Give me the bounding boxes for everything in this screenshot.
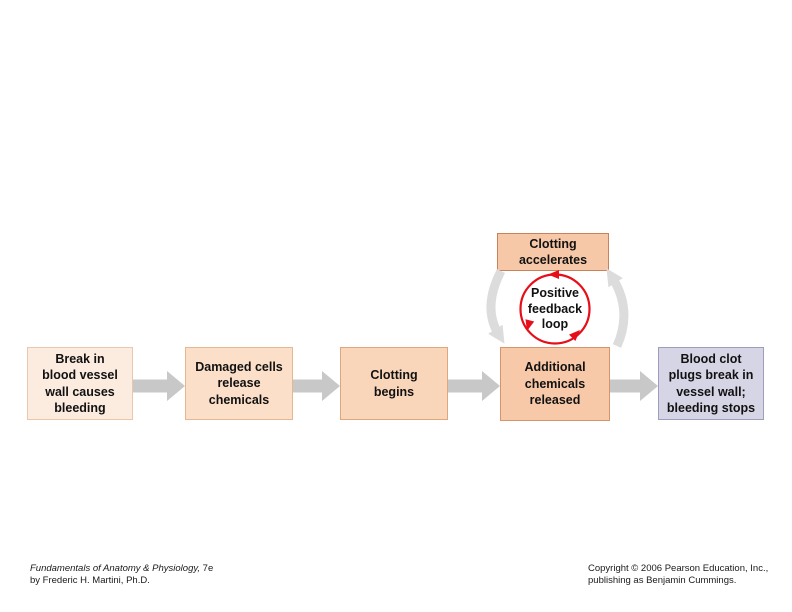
- flow-arrow-icon: [133, 371, 185, 401]
- book-credit: Fundamentals of Anatomy & Physiology, 7e…: [30, 563, 213, 587]
- flow-arrow-icon: [293, 371, 340, 401]
- copyright-line-1: Copyright © 2006 Pearson Education, Inc.…: [588, 563, 769, 574]
- feedback-cycle-graphic: [486, 268, 629, 348]
- book-title-line: Fundamentals of Anatomy & Physiology, 7e: [30, 563, 213, 575]
- copyright-notice: Copyright © 2006 Pearson Education, Inc.…: [588, 563, 768, 587]
- flow-arrow-icon: [448, 371, 500, 401]
- copyright-line-2: publishing as Benjamin Cummings.: [588, 575, 737, 586]
- book-title: Fundamentals of Anatomy & Physiology,: [30, 563, 201, 574]
- book-author: by Frederic H. Martini, Ph.D.: [30, 575, 150, 586]
- cycle-arrow-down-icon: [486, 268, 506, 344]
- flow-box-clotting-begins: Clotting begins: [340, 347, 448, 420]
- flow-box-clot-plugs-break: Blood clot plugs break in vessel wall; b…: [658, 347, 764, 420]
- flow-box-damaged-cells: Damaged cells release chemicals: [185, 347, 293, 420]
- flow-box-additional-chemicals: Additional chemicals released: [500, 347, 610, 421]
- box-clotting-accelerates: Clotting accelerates: [497, 233, 609, 271]
- flow-box-bleeding-start: Break in blood vessel wall causes bleedi…: [27, 347, 133, 420]
- flow-arrow-icon: [610, 371, 658, 401]
- positive-feedback-loop-icon: [519, 270, 591, 345]
- book-edition: 7e: [200, 563, 214, 574]
- cycle-arrow-up-icon: [606, 268, 629, 348]
- positive-feedback-loop-label: Positive feedback loop: [527, 286, 583, 331]
